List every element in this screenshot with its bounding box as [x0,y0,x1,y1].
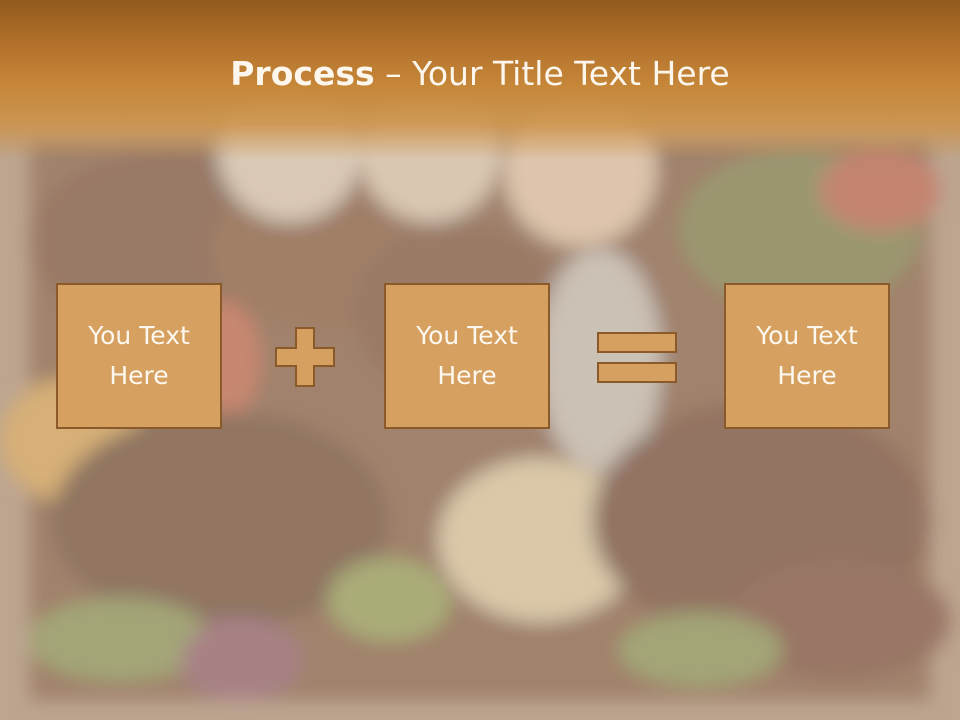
process-box-1[interactable]: You Text Here [56,283,222,429]
slide-title: Process – Your Title Text Here [0,52,960,96]
title-bold-text: Process [230,54,375,93]
equals-icon [597,332,677,383]
plus-icon [275,327,335,387]
process-box-1-label: You Text Here [88,321,190,390]
process-box-3-label: You Text Here [756,321,858,390]
process-box-3[interactable]: You Text Here [724,283,890,429]
process-box-2-label: You Text Here [416,321,518,390]
title-rest-text: – Your Title Text Here [374,54,730,93]
process-box-2[interactable]: You Text Here [384,283,550,429]
title-band [0,0,960,160]
